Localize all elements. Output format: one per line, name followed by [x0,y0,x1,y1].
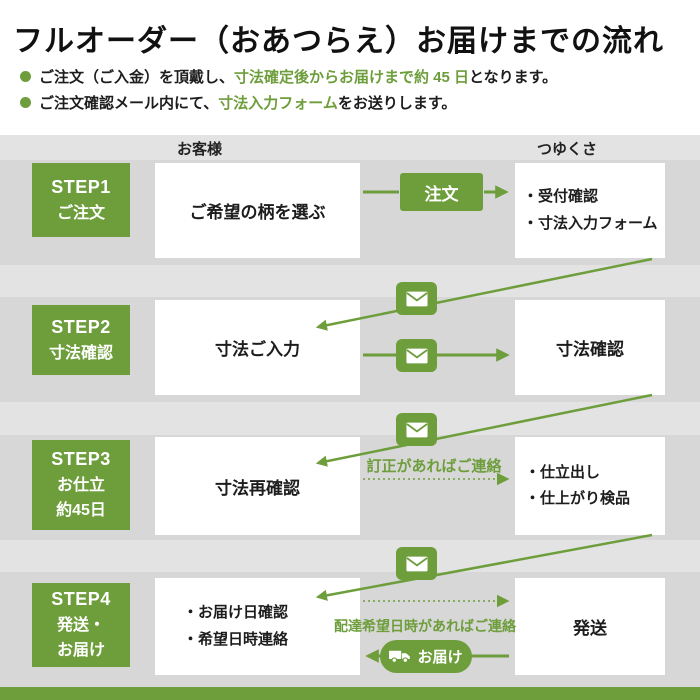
list-item: ・寸法入力フォーム [523,214,658,232]
customer-box-step2: 寸法ご入力 [155,300,360,395]
note-text: ご注文確認メール内にて、寸法入力フォームをお送りします。 [39,92,456,113]
note-text-pre: ご注文（ご入金）を頂戴し、 [39,69,235,86]
column-header-shop: つゆくさ [537,141,598,158]
step-badge-2: STEP2 寸法確認 [32,305,130,375]
list-item: ・仕上がり検品 [525,490,631,507]
flow-diagram: お客様 つゆくさ STEP1 ご注文 STEP2 寸法確認 STEP3 お仕立 … [0,135,700,700]
customer-box-step3: 寸法再確認 [155,437,360,535]
note-text-post: となります。 [469,69,558,86]
truck-icon [389,649,411,664]
deliver-button: お届け [380,640,472,673]
step-label: 発送・ [56,617,105,635]
customer-box-step4: ・お届け日確認 ・希望日時連絡 [155,578,360,675]
shop-box-step3: ・仕立出し ・仕上がり検品 [515,437,665,535]
step-number: STEP1 [51,176,111,197]
note-text-pre: ご注文確認メール内にて、 [39,95,219,112]
mail-icon [396,282,437,315]
list-item: ・希望日時連絡 [183,630,289,648]
deliver-button-label: お届け [417,649,463,666]
note-highlight: 寸法確定後からお届けまで約 45 日 [234,69,470,86]
note-item: ご注文確認メール内にて、寸法入力フォームをお送りします。 [20,92,456,113]
step-label: お届け [56,641,105,659]
customer-box-step1: ご希望の柄を選ぶ [155,163,360,258]
step-label: お仕立 [56,477,105,495]
list-item: ・受付確認 [523,188,599,206]
step-label: 約45日 [56,501,106,519]
step-badge-4: STEP4 発送・ お届け [32,583,130,667]
shop-box-step1: ・受付確認 ・寸法入力フォーム [515,163,665,258]
shop-box-step2: 寸法確認 [515,300,665,395]
list-item: ・仕立出し [525,463,601,481]
note-text: ご注文（ご入金）を頂戴し、寸法確定後からお届けまで約 45 日となります。 [39,66,557,87]
bullet-dot-icon [20,97,31,108]
list-item: ・お届け日確認 [183,604,289,622]
order-button: 注文 [400,173,483,211]
step-label: ご注文 [56,204,105,222]
page-title: フルオーダー（おあつらえ）お届けまでの流れ [13,25,664,58]
mail-icon [396,547,437,580]
step-number: STEP2 [51,316,111,337]
mail-icon [396,339,437,372]
annotation-delivery: 配達希望日時があればご連絡 [334,618,516,634]
step-badge-1: STEP1 ご注文 [32,163,130,237]
column-header-customer: お客様 [177,141,223,158]
step-number: STEP3 [51,449,111,470]
note-highlight: 寸法入力フォーム [218,95,338,112]
shop-box-step4: 発送 [515,578,665,675]
bullet-dot-icon [20,71,31,82]
step-badge-3: STEP3 お仕立 約45日 [32,440,130,530]
mail-icon [396,413,437,446]
note-text-post: をお送りします。 [337,95,457,112]
step-label: 寸法確認 [48,344,113,362]
step-number: STEP4 [51,589,111,610]
annotation-correction: 訂正があればご連絡 [366,458,502,475]
footer-bar [0,687,700,700]
note-item: ご注文（ご入金）を頂戴し、寸法確定後からお届けまで約 45 日となります。 [20,66,557,87]
